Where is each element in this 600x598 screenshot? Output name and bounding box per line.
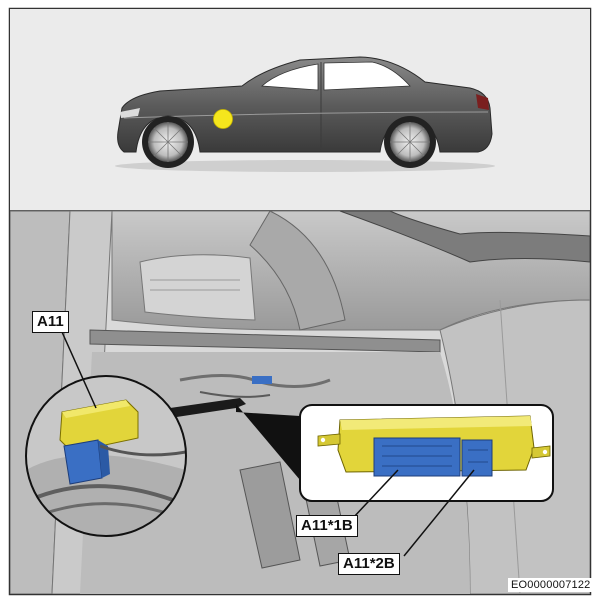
outer-border bbox=[8, 7, 592, 596]
location-marker-icon bbox=[213, 109, 233, 129]
knee-panel bbox=[139, 254, 256, 321]
callout-a11: A11 bbox=[32, 311, 69, 333]
sedan-icon bbox=[115, 56, 495, 172]
steering-wheel bbox=[339, 211, 590, 263]
harness-clip bbox=[252, 376, 272, 384]
interior-view-panel bbox=[10, 211, 590, 594]
a11-leader-line bbox=[61, 331, 97, 409]
pedal bbox=[239, 461, 301, 569]
connector-1b bbox=[373, 437, 461, 477]
a11-2b-leader-line bbox=[403, 469, 475, 557]
magnifier-detail bbox=[25, 375, 187, 537]
ecu-module bbox=[317, 415, 551, 477]
leader-wedge bbox=[170, 398, 246, 418]
vehicle-location-panel bbox=[10, 9, 590, 212]
figure-id: EO0000007122 bbox=[508, 578, 594, 592]
module-detail-box bbox=[236, 404, 554, 502]
a11-1b-leader-line bbox=[351, 469, 399, 520]
connector-2b bbox=[461, 439, 493, 477]
callout-a11-2b: A11*2B bbox=[338, 553, 400, 575]
connector-body bbox=[63, 439, 103, 485]
steering-column bbox=[249, 211, 346, 331]
callout-a11-1b: A11*1B bbox=[296, 515, 358, 537]
